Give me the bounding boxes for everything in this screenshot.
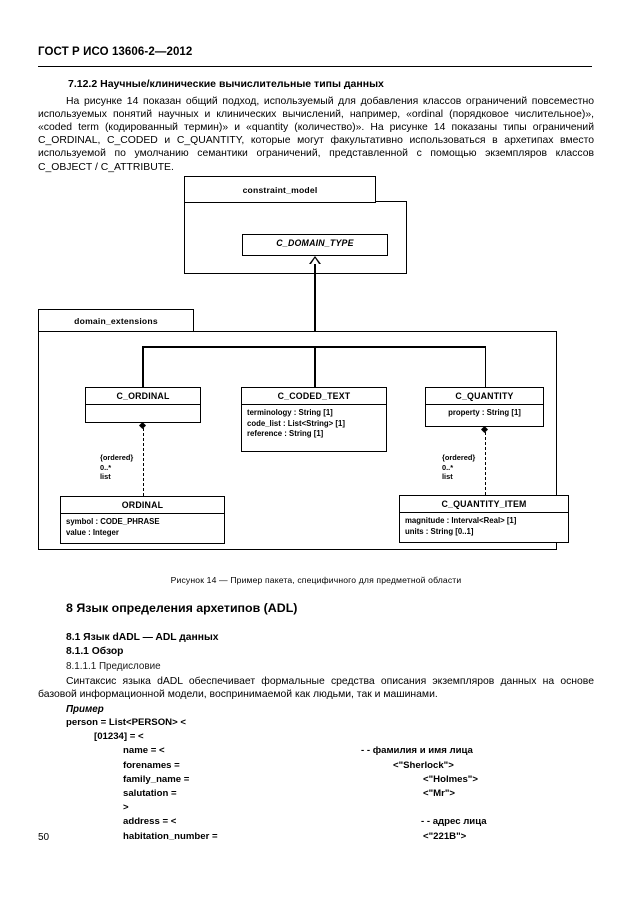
attribute-row: terminology : String [1]: [247, 408, 333, 417]
code-right-text: <"221B">: [423, 830, 467, 842]
class-name-c-ordinal: C_ORDINAL: [86, 388, 200, 405]
code-right-text: - - адрес лица: [421, 816, 487, 828]
code-left-text: person = List<PERSON> <: [66, 717, 186, 728]
class-name-c-quantity: C_QUANTITY: [426, 388, 543, 405]
attribute-row: property : String [1]: [448, 408, 521, 417]
section-8-paragraph-text: Синтаксис языка dADL обеспечивает формал…: [38, 676, 594, 701]
generalization-branch-left: [142, 346, 144, 388]
section-8-1-1-heading: 8.1.1 Обзор: [66, 646, 124, 658]
code-line: [01234] = <: [66, 730, 594, 744]
section-8-heading: 8 Язык определения архетипов (ADL): [66, 601, 298, 615]
generalization-branch-middle: [314, 346, 316, 388]
class-name-c-coded-text: C_CODED_TEXT: [242, 388, 386, 405]
dadl-example-block: Пример person = List<PERSON> < [01234] =…: [38, 704, 594, 844]
section-8-1-heading: 8.1 Язык dADL — ADL данных: [66, 631, 219, 643]
class-attributes-c-quantity-item: magnitude : Interval<Real> [1] units : S…: [400, 513, 568, 541]
code-left-text: salutation =: [123, 787, 177, 799]
association-role: list: [100, 472, 111, 481]
code-line: habitation_number = <"221B">: [66, 830, 594, 844]
code-right-text: - - фамилия и имя лица: [361, 745, 473, 757]
class-attributes-c-ordinal: [86, 405, 200, 424]
code-left-text: habitation_number =: [123, 830, 218, 842]
document-header-standard-number: ГОСТ Р ИСО 13606-2—2012: [38, 46, 193, 58]
class-box-c-ordinal: C_ORDINAL: [85, 387, 201, 423]
code-right-text: <"Mr">: [423, 787, 456, 799]
association-constraint: {ordered}: [100, 453, 134, 462]
attribute-row: reference : String [1]: [247, 429, 324, 438]
section-7-12-2-heading: 7.12.2 Научные/клинические вычислительны…: [68, 78, 384, 90]
code-line: >: [66, 801, 594, 815]
page-number: 50: [38, 832, 50, 843]
example-title: Пример: [66, 704, 104, 715]
association-multiplicity: 0..*: [100, 462, 112, 472]
code-left-text: name = <: [123, 745, 165, 757]
association-labels-quantity: {ordered} 0..* list: [442, 453, 475, 482]
class-box-c-quantity-item: C_QUANTITY_ITEM magnitude : Interval<Rea…: [399, 495, 569, 543]
code-line: salutation = <"Mr">: [66, 787, 594, 801]
code-line: family_name = <"Holmes">: [66, 773, 594, 787]
section-7-12-2-paragraph: На рисунке 14 показан общий подход, испо…: [38, 95, 594, 174]
attribute-row: symbol : CODE_PHRASE: [66, 517, 160, 526]
association-role: list: [442, 472, 453, 481]
code-left-text: address = <: [123, 816, 177, 828]
package-tab-constraint-model: constraint_model: [184, 176, 376, 203]
attribute-row: units : String [0..1]: [405, 526, 474, 536]
code-line: forenames = <"Sherlock">: [66, 759, 594, 773]
code-line: person = List<PERSON> <: [66, 716, 594, 730]
header-divider: [38, 66, 592, 67]
code-line: address = < - - адрес лица: [66, 815, 594, 829]
code-left-text: family_name =: [123, 773, 190, 785]
association-labels-ordinal: {ordered} 0..* list: [100, 453, 133, 482]
association-line-quantity: [484, 432, 486, 495]
code-line: name = < - - фамилия и имя лица: [66, 744, 594, 758]
class-attributes-ordinal: symbol : CODE_PHRASE value : Integer: [61, 514, 224, 542]
figure-14-uml-diagram: constraint_model C_DOMAIN_TYPE domain_ex…: [38, 176, 594, 576]
class-box-c-quantity: C_QUANTITY property : String [1]: [425, 387, 544, 427]
class-box-ordinal: ORDINAL symbol : CODE_PHRASE value : Int…: [60, 496, 225, 544]
section-7-12-2: 7.12.2 Научные/клинические вычислительны…: [38, 78, 594, 174]
class-name-c-domain-type: C_DOMAIN_TYPE: [276, 238, 354, 248]
generalization-arrowhead-inner: [311, 258, 319, 264]
code-left-text: >: [123, 802, 129, 814]
code-right-text: <"Sherlock">: [393, 759, 454, 771]
section-8: 8 Язык определения архетипов (ADL) 8.1 Я…: [38, 600, 594, 701]
code-left-text: [01234] = <: [94, 731, 144, 743]
section-8-1-1-1-heading: 8.1.1.1 Предисловие: [66, 660, 161, 672]
attribute-row: magnitude : Interval<Real> [1]: [405, 516, 517, 525]
class-box-c-domain-type: C_DOMAIN_TYPE: [242, 234, 388, 256]
class-attributes-c-coded-text: terminology : String [1] code_list : Lis…: [242, 405, 386, 444]
association-constraint: {ordered}: [442, 453, 476, 462]
association-line-ordinal: [142, 428, 144, 496]
class-attributes-c-quantity: property : String [1]: [426, 405, 543, 423]
class-name-ordinal: ORDINAL: [61, 497, 224, 514]
section-8-paragraph: Синтаксис языка dADL обеспечивает формал…: [38, 675, 594, 701]
class-name-c-quantity-item: C_QUANTITY_ITEM: [400, 496, 568, 513]
class-box-c-coded-text: C_CODED_TEXT terminology : String [1] co…: [241, 387, 387, 452]
generalization-branch-right: [484, 346, 487, 388]
section-7-12-2-paragraph-text: На рисунке 14 показан общий подход, испо…: [38, 95, 594, 173]
code-right-text: <"Holmes">: [423, 773, 478, 785]
attribute-row: code_list : List<String> [1]: [247, 418, 345, 428]
example-code: person = List<PERSON> < [01234] = < name…: [38, 716, 594, 844]
association-multiplicity: 0..*: [442, 462, 454, 472]
attribute-row: value : Integer: [66, 527, 119, 537]
package-tab-domain-extensions: domain_extensions: [38, 309, 194, 332]
generalization-stem: [314, 264, 316, 346]
figure-14-caption: Рисунок 14 — Пример пакета, специфичного…: [170, 575, 462, 585]
code-left-text: forenames =: [123, 759, 180, 771]
